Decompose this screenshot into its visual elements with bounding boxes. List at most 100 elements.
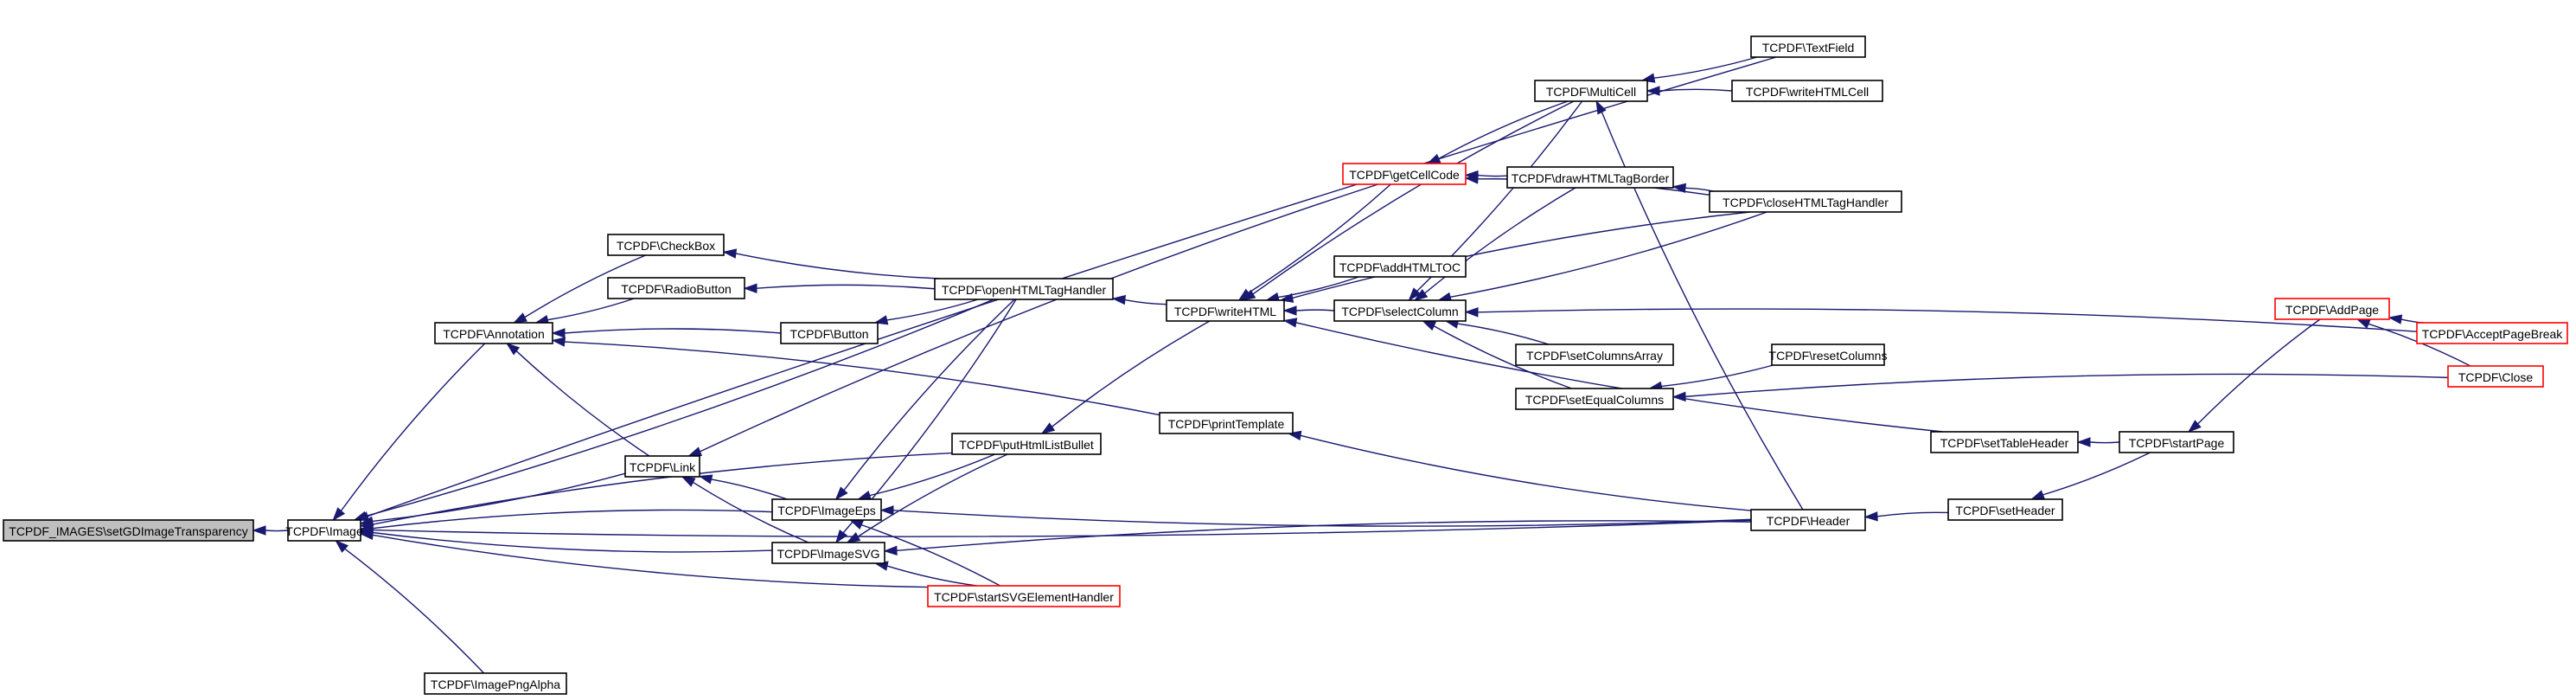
node-button[interactable]: TCPDF\Button [780, 322, 879, 344]
node-box[interactable] [927, 585, 1121, 607]
node-box[interactable] [1709, 190, 1902, 213]
arrowhead-icon [1464, 174, 1479, 184]
node-checkbox[interactable]: TCPDF\CheckBox [607, 234, 725, 256]
node-box[interactable] [1731, 80, 1883, 102]
edge-line [1438, 100, 1569, 159]
node-label: TCPDF\startPage [2129, 436, 2225, 450]
edge-line [524, 254, 646, 318]
edge-openhtml-to-radiobutton [743, 283, 936, 293]
node-box[interactable] [780, 322, 879, 344]
node-box[interactable] [1506, 166, 1674, 189]
edge-header-to-image [359, 519, 1752, 537]
edge-startpage-to-setheader [2030, 452, 2151, 500]
node-printtemplate[interactable]: TCPDF\printTemplate [1159, 412, 1294, 434]
node-header[interactable]: TCPDF\Header [1750, 509, 1866, 531]
edge-drawhtml-to-selectcolumn [1413, 187, 1576, 301]
node-box[interactable] [607, 277, 745, 299]
node-root[interactable]: TCPDF_IMAGES\setGDImageTransparency [3, 519, 254, 542]
arrowhead-icon [2355, 318, 2371, 329]
node-box[interactable] [607, 234, 725, 256]
node-drawhtml[interactable]: TCPDF\drawHTMLTagBorder [1506, 166, 1674, 189]
edge-startpage-to-settableheader [2076, 437, 2120, 447]
node-closehtml[interactable]: TCPDF\closeHTMLTagHandler [1709, 190, 1902, 213]
edge-line [735, 253, 940, 279]
edge-header-to-multicell [1595, 100, 1804, 511]
node-box[interactable] [1159, 412, 1294, 434]
node-box[interactable] [2274, 298, 2390, 320]
edge-line [1248, 183, 1391, 294]
edge-line [547, 298, 635, 321]
edge-link-to-annotation [506, 343, 650, 457]
node-imageeps[interactable]: TCPDF\ImageEps [771, 498, 882, 521]
edge-settableheader-to-writehtml [1282, 318, 1943, 433]
arrowhead-icon [846, 532, 861, 543]
node-box[interactable] [2447, 365, 2544, 388]
node-startpage[interactable]: TCPDF\startPage [2119, 431, 2234, 453]
node-box[interactable] [1930, 431, 2079, 453]
node-writehtml[interactable]: TCPDF\writeHTML [1166, 299, 1285, 322]
arrowhead-icon [1413, 289, 1429, 301]
node-box[interactable] [1534, 80, 1648, 102]
node-setheader[interactable]: TCPDF\setHeader [1947, 498, 2063, 521]
node-box[interactable] [424, 672, 567, 695]
edge-button-to-annotation [551, 328, 782, 338]
node-label: TCPDF\setHeader [1955, 504, 2055, 517]
node-box[interactable] [934, 278, 1114, 300]
node-box[interactable] [1342, 163, 1467, 185]
node-textfield[interactable]: TCPDF\TextField [1750, 35, 1866, 58]
node-acceptpagebreak[interactable]: TCPDF\AcceptPageBreak [2416, 322, 2568, 344]
node-box[interactable] [1515, 344, 1674, 366]
node-label: TCPDF\AcceptPageBreak [2422, 327, 2564, 341]
edge-acceptpagebreak-to-selectcolumn [1464, 307, 2418, 332]
node-box[interactable] [1515, 388, 1674, 410]
node-setequalcolumns[interactable]: TCPDF\setEqualColumns [1515, 388, 1674, 410]
arrowhead-icon [681, 476, 696, 487]
node-setcolumnsarray[interactable]: TCPDF\setColumnsArray [1515, 344, 1674, 366]
node-box[interactable] [771, 542, 885, 564]
node-box[interactable] [1750, 35, 1866, 58]
node-box[interactable] [1750, 509, 1866, 531]
node-label: TCPDF\TextField [1762, 41, 1855, 55]
node-settableheader[interactable]: TCPDF\setTableHeader [1930, 431, 2079, 453]
edge-header-to-imagesvg [883, 520, 1752, 556]
node-box[interactable] [1771, 344, 1885, 366]
edge-openhtml-to-checkbox [722, 248, 940, 279]
node-box[interactable] [2119, 431, 2234, 453]
node-puthtml[interactable]: TCPDF\putHtmlListBullet [951, 433, 1102, 455]
node-box[interactable] [951, 433, 1102, 455]
node-annotation[interactable]: TCPDF\Annotation [434, 322, 553, 344]
node-box[interactable] [3, 519, 254, 542]
node-box[interactable] [1333, 255, 1467, 278]
node-imagesvg[interactable]: TCPDF\ImageSVG [771, 542, 885, 564]
node-box[interactable] [1166, 299, 1285, 322]
node-startsvg[interactable]: TCPDF\startSVGElementHandler [927, 585, 1121, 607]
edge-resetcolumns-to-setequalcolumns [1648, 364, 1774, 391]
node-box[interactable] [287, 519, 361, 542]
node-resetcolumns[interactable]: TCPDF\resetColumns [1769, 344, 1888, 366]
node-openhtml[interactable]: TCPDF\openHTMLTagHandler [934, 278, 1114, 300]
node-addpage[interactable]: TCPDF\AddPage [2274, 298, 2390, 320]
node-radiobutton[interactable]: TCPDF\RadioButton [607, 277, 745, 299]
node-image[interactable]: TCPDF\Image [285, 519, 363, 542]
node-box[interactable] [434, 322, 553, 344]
node-box[interactable] [2416, 322, 2568, 344]
node-writehtmlcell[interactable]: TCPDF\writeHTMLCell [1731, 80, 1883, 102]
node-box[interactable] [1333, 299, 1467, 322]
node-multicell[interactable]: TCPDF\MultiCell [1534, 80, 1648, 102]
node-box[interactable] [771, 498, 882, 521]
arrowhead-icon [551, 328, 566, 338]
node-imagepngalpha[interactable]: TCPDF\ImagePngAlpha [424, 672, 567, 695]
arrowhead-icon [879, 505, 894, 516]
node-box[interactable] [1947, 498, 2063, 521]
node-selectcolumn[interactable]: TCPDF\selectColumn [1333, 299, 1467, 322]
edge-annotation-to-image [332, 343, 486, 522]
node-getcellcode[interactable]: TCPDF\getCellCode [1342, 163, 1467, 185]
node-link[interactable]: TCPDF\Link [624, 455, 700, 478]
arrowhead-icon [743, 283, 757, 293]
node-addhtmltoc[interactable]: TCPDF\addHTMLTOC [1333, 255, 1467, 278]
node-box[interactable] [624, 455, 700, 478]
edge-line [1252, 100, 1575, 295]
node-close[interactable]: TCPDF\Close [2447, 365, 2544, 388]
edge-startsvg-to-imageeps [848, 519, 1000, 587]
